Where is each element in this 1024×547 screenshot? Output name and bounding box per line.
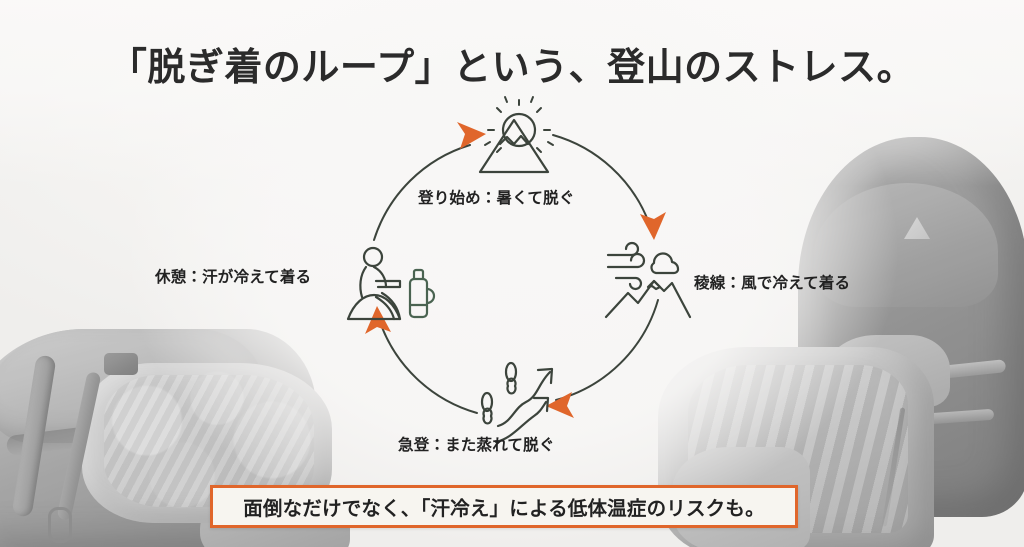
- cycle-label-left: 休憩：汗が冷えて着る: [155, 268, 312, 286]
- sun-over-mountain-icon: [478, 96, 554, 174]
- cycle-label-top: 登り始め：暑くて脱ぐ: [418, 189, 575, 207]
- seated-hiker-thermos-icon: [346, 246, 436, 321]
- cycle-label-bottom: 急登：また蒸れて脱ぐ: [398, 436, 555, 454]
- page-title: 「脱ぎ着のループ」という、登山のストレス。: [108, 45, 916, 89]
- footprints-ascending-arrows-icon: [480, 361, 554, 444]
- cycle-label-right: 稜線：風で冷えて着る: [694, 274, 851, 292]
- cycle-arcs: [373, 134, 659, 414]
- caption-callout-box: 面倒なだけでなく、「汗冷え」による低体温症のリスクも。: [210, 485, 798, 528]
- cycle-diagram: [344, 96, 692, 450]
- wind-cloud-mountain-icon: [604, 241, 692, 319]
- caption-text: 面倒なだけでなく、「汗冷え」による低体温症のリスクも。: [243, 497, 765, 520]
